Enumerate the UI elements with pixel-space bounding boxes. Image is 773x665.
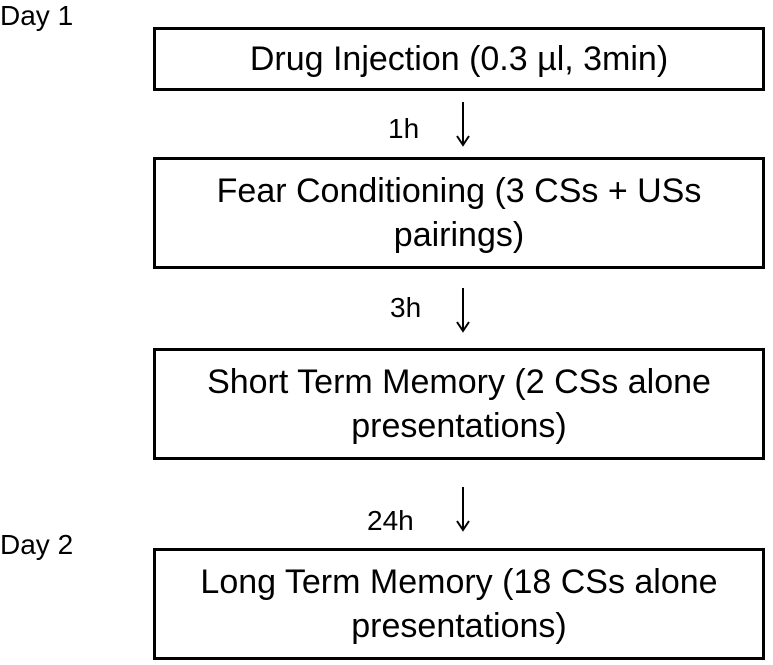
step-long-term-memory: Long Term Memory (18 CSs alone presentat…	[153, 548, 765, 660]
arrow-down-icon	[453, 100, 473, 148]
step-fear-conditioning: Fear Conditioning (3 CSs + USs pairings)	[153, 157, 765, 269]
interval-24h-label: 24h	[367, 505, 414, 536]
interval-1h-label: 1h	[388, 113, 420, 144]
day-2-label: Day 2	[0, 529, 74, 560]
day-1-label: Day 1	[0, 0, 74, 31]
step-drug-injection: Drug Injection (0.3 µl, 3min)	[153, 27, 765, 91]
arrow-down-icon	[453, 286, 473, 334]
arrow-down-icon	[453, 485, 473, 533]
interval-3h-label: 3h	[390, 292, 422, 323]
step-short-term-memory: Short Term Memory (2 CSs alone presentat…	[153, 348, 765, 460]
